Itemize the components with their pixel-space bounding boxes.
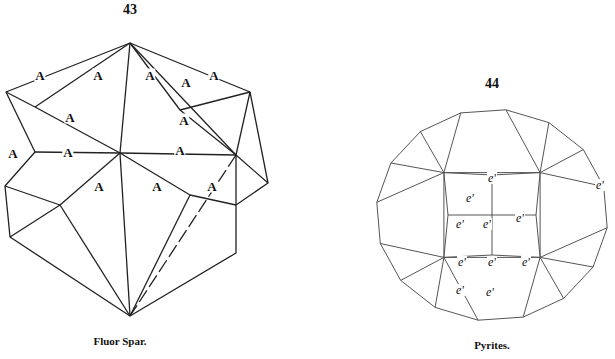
face-symbol: e' <box>521 256 531 268</box>
crystal-edge <box>593 228 607 267</box>
figure-number: 43 <box>122 3 138 17</box>
crystal-edge <box>401 280 435 307</box>
crystal-edge <box>391 132 421 163</box>
crystal-edge <box>540 228 607 258</box>
face-letter: A <box>174 144 185 157</box>
face-letter: A <box>208 69 219 82</box>
crystal-edge <box>540 257 564 298</box>
crystal-edge <box>435 257 444 307</box>
crystal-edge <box>604 187 608 228</box>
face-letter: A <box>62 146 73 159</box>
face-symbol: e' <box>465 192 475 204</box>
crystal-edge <box>448 215 492 216</box>
crystal-edge <box>444 215 448 257</box>
crystal-edge <box>492 173 540 175</box>
crystal-edge <box>420 113 460 132</box>
crystal-edge <box>549 123 583 150</box>
crystal-edge <box>420 132 444 173</box>
crystal-edge <box>444 255 492 257</box>
crystal-edge <box>478 317 523 320</box>
face-letter: A <box>178 114 189 127</box>
crystal-edge <box>401 257 444 280</box>
face-symbol: e' <box>515 212 525 224</box>
crystal-edge <box>540 123 549 173</box>
crystal-edge <box>540 173 541 258</box>
crystal-edge <box>380 244 400 281</box>
face-symbol: e' <box>487 256 497 268</box>
face-symbol: e' <box>595 179 605 191</box>
face-letter: A <box>7 147 18 160</box>
crystal-edge <box>564 267 594 298</box>
crystal-edge <box>536 173 540 215</box>
face-letter: A <box>151 180 162 193</box>
face-symbol: e' <box>482 218 492 230</box>
crystal-edge <box>380 244 444 258</box>
face-symbol: e' <box>455 284 465 296</box>
crystal-edge <box>443 173 444 258</box>
crystal-edge <box>540 257 593 267</box>
face-symbol: e' <box>455 218 465 230</box>
face-letter: A <box>64 111 75 124</box>
face-symbol: e' <box>457 256 467 268</box>
crystal-edge <box>444 113 461 173</box>
face-letter: A <box>93 180 104 193</box>
crystal-edge <box>523 298 563 317</box>
crystal-edge <box>540 150 583 173</box>
crystal-edge <box>492 215 536 216</box>
crystal-edge <box>391 163 444 173</box>
crystal-edge <box>506 110 540 173</box>
figure-caption: Fluor Spar. <box>92 336 147 347</box>
crystal-edge <box>377 202 381 243</box>
crystal-edge <box>444 173 448 215</box>
face-symbol: e' <box>485 286 495 298</box>
face-letter: A <box>34 69 45 82</box>
face-letter: A <box>206 180 217 193</box>
face-letter: A <box>144 69 155 82</box>
figure-number: 44 <box>484 77 500 91</box>
face-letter: A <box>180 76 191 89</box>
crystal-edge <box>377 173 444 203</box>
crystal-edge <box>461 110 506 113</box>
crystal-edge <box>536 215 540 257</box>
crystal-edge <box>377 163 391 202</box>
figure-caption: Pyrites. <box>473 340 511 351</box>
face-letter: A <box>92 69 103 82</box>
face-symbol: e' <box>487 172 497 184</box>
